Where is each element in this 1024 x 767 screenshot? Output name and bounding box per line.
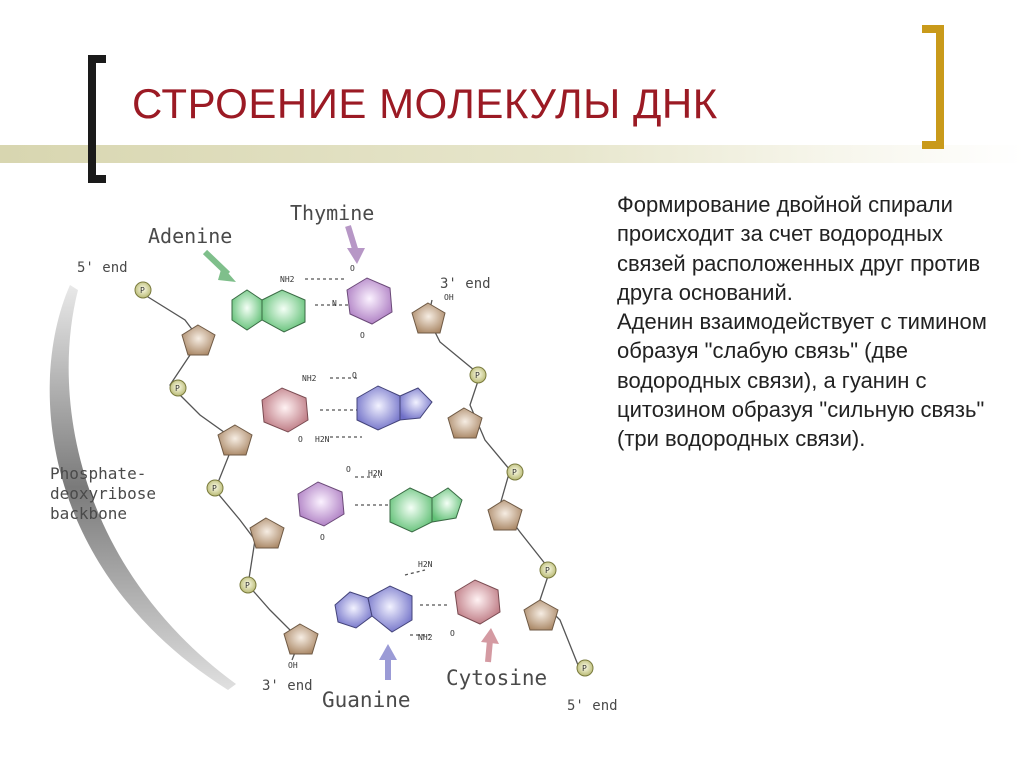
atom-nh2-3: NH2 [418, 633, 433, 642]
thymine-arrow [345, 225, 359, 253]
phosphate-6 [506, 463, 524, 481]
atom-o-2: O [360, 331, 365, 340]
sugar-rings [181, 302, 559, 655]
atom-p-5: P [475, 371, 480, 380]
thymine-label: Thymine [290, 201, 374, 225]
sugar-left-1 [181, 324, 216, 356]
thymine-base-3 [297, 481, 345, 527]
atom-p-7: P [545, 566, 550, 575]
atom-p-8: P [582, 664, 587, 673]
cytosine-base-4 [454, 579, 501, 625]
atom-h2n-1: H2N [315, 435, 330, 444]
left-strand-line [139, 291, 301, 661]
sugar-left-2 [217, 424, 253, 456]
phosphate-4 [239, 576, 257, 594]
backbone-label-line2: deoxyribose [50, 484, 156, 503]
phosphate-1 [134, 281, 152, 299]
title-underline [0, 145, 1024, 163]
atom-p-3: P [212, 484, 217, 493]
sugar-right-4 [523, 599, 559, 631]
phosphate-5 [469, 366, 487, 384]
slide-title: СТРОЕНИЕ МОЛЕКУЛЫ ДНК [132, 80, 718, 127]
guanine-label: Guanine [322, 688, 411, 712]
atom-o-6: O [320, 533, 325, 542]
sugar-left-4 [283, 623, 319, 655]
atom-h2n-2: H2N [368, 469, 383, 478]
guanine-base-2 [356, 385, 433, 431]
adenine-base-3 [389, 487, 463, 533]
end-5-bottom-label: 5' end [567, 698, 618, 714]
atom-oh-1: OH [444, 293, 454, 302]
atom-p-4: P [245, 581, 250, 590]
backbone-swoosh [49, 285, 237, 690]
slide-body-text: Формирование двойной спирали происходит … [617, 190, 1007, 454]
right-bracket-decoration [922, 25, 944, 149]
backbone-label-line3: backbone [50, 504, 127, 523]
phosphate-2 [169, 379, 187, 397]
sugar-right-3 [487, 499, 523, 531]
phosphate-3 [206, 479, 224, 497]
atom-n-1: N [332, 299, 337, 308]
cytosine-label: Cytosine [446, 666, 547, 690]
atom-h2n-3: H2N [418, 560, 433, 569]
adenine-base-top [231, 289, 306, 333]
atom-p-1: P [140, 286, 145, 295]
right-strand-line [427, 299, 581, 671]
phosphate-8 [576, 659, 594, 677]
phosphate-groups [134, 281, 594, 677]
end-3-bottom-label: 3' end [262, 678, 313, 694]
thymine-base-top [346, 277, 393, 325]
cytosine-base-2 [261, 387, 309, 433]
paragraph-helix: Формирование двойной спирали происходит … [617, 192, 981, 305]
end-3-top-label: 3' end [440, 276, 491, 292]
guanine-base-4 [334, 585, 413, 633]
backbone-label-line1: Phosphate- [50, 464, 146, 483]
atom-nh2-2: NH2 [302, 374, 317, 383]
atom-o-1: O [350, 264, 355, 273]
phosphate-7 [539, 561, 557, 579]
left-bracket-decoration [88, 55, 106, 183]
atom-o-5: O [346, 465, 351, 474]
atom-p-2: P [175, 384, 180, 393]
atom-o-3: O [352, 371, 357, 380]
atom-oh-2: OH [288, 661, 298, 670]
atom-nh2-1: NH2 [280, 275, 295, 284]
sugar-left-3 [249, 517, 285, 549]
paragraph-base-pairing: Аденин взаимодействует с тимином образуя… [617, 309, 987, 452]
atom-p-6: P [512, 468, 517, 477]
atom-o-4: O [298, 435, 303, 444]
atom-o-7: O [450, 629, 455, 638]
sugar-right-2 [447, 407, 483, 439]
sugar-right-1 [411, 302, 446, 334]
end-5-top-label: 5' end [77, 260, 128, 276]
cytosine-arrow [485, 639, 493, 663]
adenine-label: Adenine [148, 224, 232, 248]
label-arrows [202, 225, 499, 680]
